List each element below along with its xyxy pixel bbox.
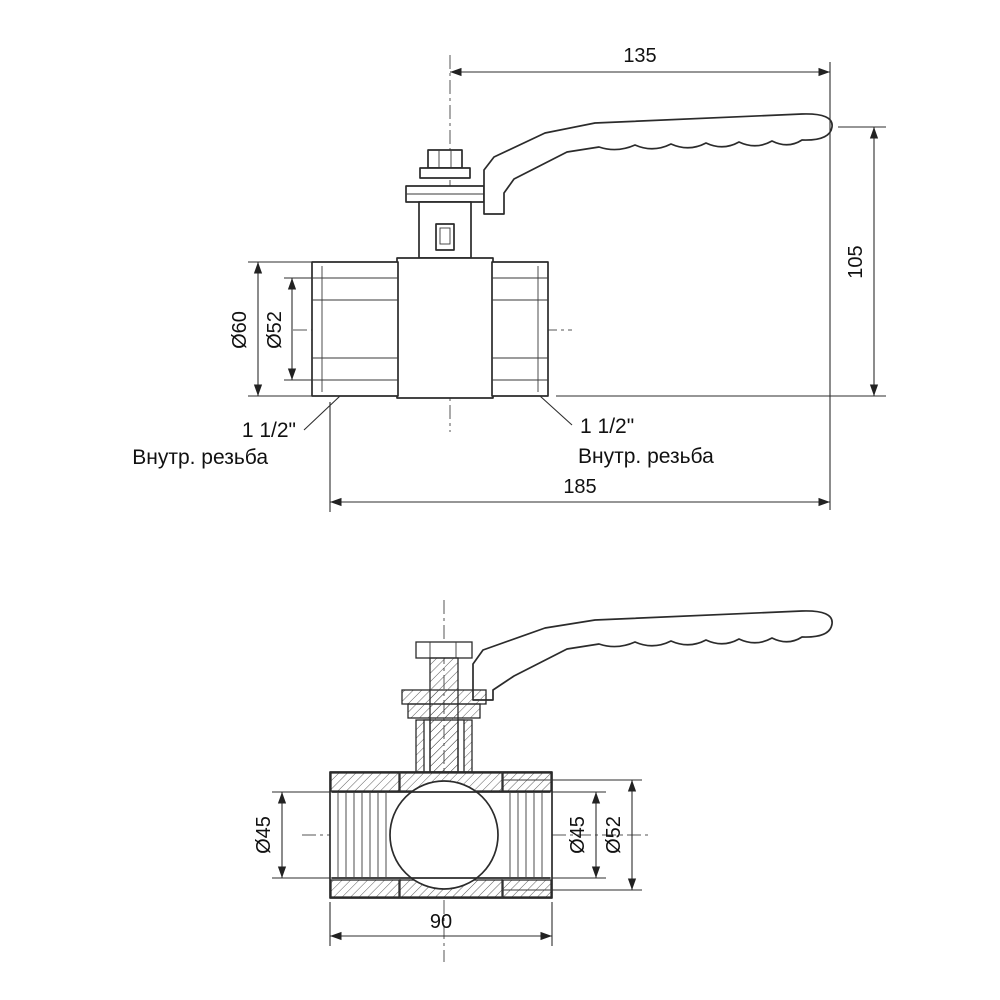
valve-center-body	[396, 257, 494, 399]
dim-185: 185	[329, 402, 830, 512]
dim-105: 105	[556, 126, 886, 397]
section-neck-gap-right	[457, 719, 465, 773]
dim-135-label: 135	[623, 45, 656, 67]
left-thread-lines	[337, 793, 387, 877]
section-stem	[429, 657, 459, 773]
section-neck-gap-left	[423, 719, 431, 773]
section-handle	[472, 610, 833, 701]
dim-90: 90	[329, 902, 553, 946]
section-body	[329, 771, 553, 899]
right-thread-lines	[509, 793, 543, 877]
section-view: Ø45 Ø45 Ø52 90	[253, 600, 833, 962]
dim-d52-top: Ø52	[264, 277, 312, 381]
dim-105-label: 105	[845, 245, 867, 278]
dim-185-label: 185	[563, 476, 596, 498]
dim-d52-section-label: Ø52	[603, 816, 625, 854]
dim-d60: Ø60	[229, 261, 312, 397]
top-view: 135 105 Ø60 Ø52 185	[132, 45, 886, 512]
dim-135: 135	[450, 45, 831, 510]
dim-90-label: 90	[430, 911, 452, 933]
dim-d52-top-label: Ø52	[264, 311, 286, 349]
dim-d45-left: Ø45	[253, 791, 330, 879]
valve-handle	[483, 113, 833, 215]
dim-d45-right: Ø45	[552, 791, 606, 879]
neck-detail	[435, 223, 455, 251]
dim-d45-left-label: Ø45	[253, 816, 275, 854]
thread-label-right: 1 1/2" Внутр. резьба	[539, 395, 714, 468]
top-view-valve-body	[311, 149, 549, 399]
thread-left-type: Внутр. резьба	[132, 446, 268, 469]
dim-d52-section: Ø52	[552, 779, 642, 891]
stem-washer	[419, 167, 471, 179]
section-ball	[389, 780, 499, 890]
right-coupling	[491, 261, 549, 397]
thread-right-size: 1 1/2"	[580, 415, 634, 438]
thread-left-size: 1 1/2"	[242, 419, 296, 442]
thread-right-type: Внутр. резьба	[578, 445, 714, 468]
dim-d60-label: Ø60	[229, 311, 251, 349]
section-stem-assembly	[401, 641, 487, 773]
neck-detail-inner	[439, 227, 451, 245]
left-coupling	[311, 261, 399, 397]
thread-label-left: 1 1/2" Внутр. резьба	[132, 395, 341, 469]
stem-nut	[427, 149, 463, 169]
section-stem-nut	[415, 641, 473, 659]
dim-d45-right-label: Ø45	[567, 816, 589, 854]
